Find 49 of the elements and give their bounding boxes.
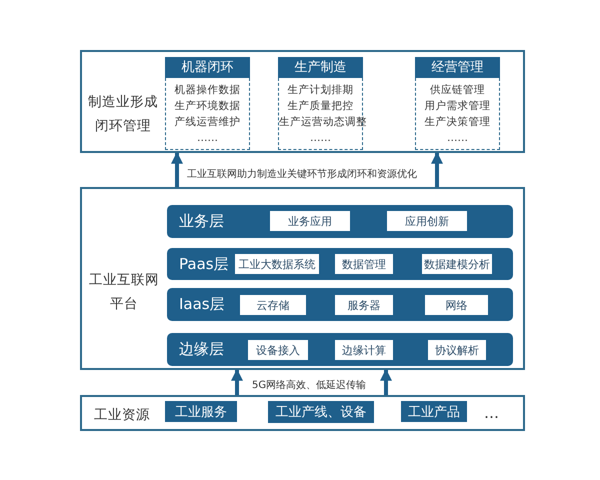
list-item: 机器操作数据 [174,83,242,98]
card-header: 生产制造 [278,57,363,78]
list-item: 生产计划排期 [286,83,354,98]
layer-label: 业务层 [179,211,224,232]
card-header: 经营管理 [415,57,500,78]
card-header: 机器闭环 [165,57,250,78]
item-label: 数据建模分析 [422,254,492,274]
layer-band [167,205,513,238]
item-label: 协议解析 [428,340,486,360]
item-label: 工业大数据系统 [235,254,319,274]
resource-box: 工业产线、设备 [268,401,374,423]
resource-box: 工业服务 [165,401,237,422]
list-item: …… [446,131,469,146]
arrow [231,368,243,395]
item-label: 网络 [425,295,488,315]
arrow [171,152,183,187]
resource-box: 工业产品 [401,401,467,422]
list-item: 供应链管理 [429,83,486,98]
list-item: 用户需求管理 [424,99,492,114]
panel [80,187,525,370]
list-item: 生产决策管理 [424,115,492,130]
panel-heading: 工业资源 [93,406,151,425]
ellipsis: … [484,404,499,422]
item-label: 数据管理 [335,254,393,274]
list-item: …… [196,131,219,146]
list-item: 生产环境数据 [174,99,242,114]
layer-band [167,333,513,366]
annotation-text: 工业互联网助力制造业关键环节形成闭环和资源优化 [187,168,417,181]
item-label: 设备接入 [248,340,308,360]
arrow [431,152,443,187]
layer-band [167,248,513,280]
panel [80,395,525,431]
panel-heading: 制造业形成闭环管理 [87,93,159,136]
item-label: 云存储 [240,295,306,315]
item-label: 服务器 [335,295,393,315]
layer-label: 边缘层 [179,339,224,360]
item-label: 应用创新 [387,211,467,231]
list-item: 生产质量把控 [286,99,354,114]
panel-heading: 工业互联网平台 [88,271,160,314]
annotation-text: 5G网络高效、低延迟传输 [252,378,366,392]
item-label: 边缘计算 [335,340,393,360]
layer-label: Paas层 [179,254,229,274]
panel [80,50,525,153]
list-item: …… [309,131,332,146]
layer-band [167,288,513,321]
layer-label: Iaas层 [179,294,225,315]
arrow [380,368,392,395]
list-item: 产线运营维护 [174,115,242,130]
item-label: 业务应用 [270,211,350,231]
